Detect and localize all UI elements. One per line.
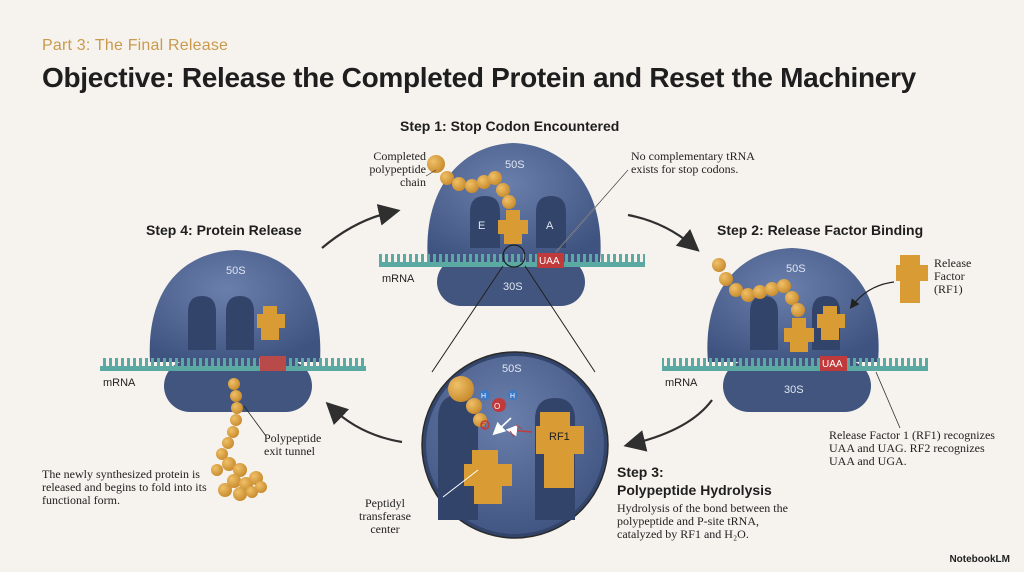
step3-title-line2: Polypeptide Hydrolysis (617, 482, 772, 498)
step2-ribosome (662, 248, 928, 412)
note-completed-chain: Completed polypeptide chain (369, 149, 426, 189)
note-protein-release: The newly synthesized protein is release… (42, 467, 207, 507)
step1-a-site-label: A (546, 220, 554, 232)
section-eyebrow: Part 3: The Final Release (42, 37, 229, 54)
step2-30s-label: 30S (784, 384, 804, 396)
step2-50s-label: 50S (786, 263, 806, 275)
step2-stop-codon: UAA (822, 359, 843, 370)
step4-mrna-label: mRNA (103, 377, 136, 389)
water-hydrogen-right: H (510, 393, 515, 400)
step4-50s-label: 50S (226, 265, 246, 277)
cycle-arrow-1-to-2 (627, 213, 700, 252)
note-no-trna: No complementary tRNA exists for stop co… (631, 149, 755, 176)
step3-50s-label: 50S (502, 363, 522, 375)
step1-mrna-label: mRNA (382, 273, 415, 285)
note-rf-specificity: Release Factor 1 (RF1) recognizes UAA an… (829, 428, 995, 468)
note-release-factor: Release Factor (RF1) (934, 256, 972, 296)
note-ptc: Peptidyl transferase center (359, 496, 411, 536)
step1-30s-label: 30S (503, 281, 523, 293)
step1-stop-codon: UAA (539, 256, 560, 267)
page-title: Objective: Release the Completed Protein… (42, 62, 916, 93)
step2-mrna-label: mRNA (665, 377, 698, 389)
cycle-arrow-3-to-4 (325, 401, 403, 444)
water-hydrogen-left: H (481, 393, 486, 400)
notebooklm-logo: NotebookLM (949, 554, 1010, 565)
note-hydrolysis: Hydrolysis of the bond between the polyp… (617, 501, 788, 541)
cycle-arrow-4-to-1 (321, 204, 401, 249)
note-exit-tunnel: Polypeptide exit tunnel (264, 431, 322, 458)
cycle-arrow-2-to-3 (623, 399, 713, 452)
step1-title: Step 1: Stop Codon Encountered (400, 118, 620, 134)
step1-ribosome (379, 143, 645, 306)
step2-title: Step 2: Release Factor Binding (717, 222, 924, 238)
step3-rf1-label: RF1 (549, 431, 570, 443)
step4-ribosome (100, 250, 366, 501)
step1-e-site-label: E (478, 220, 485, 232)
water-oxygen-label: O (494, 402, 500, 411)
step3-title-line1: Step 3: (617, 464, 664, 480)
step3-zoom-circle (421, 351, 609, 539)
bond-oxygen-label: O (481, 423, 487, 430)
step1-50s-label: 50S (505, 159, 525, 171)
step3-title: Step 3: Polypeptide Hydrolysis (617, 463, 772, 499)
step4-title: Step 4: Protein Release (146, 222, 302, 238)
